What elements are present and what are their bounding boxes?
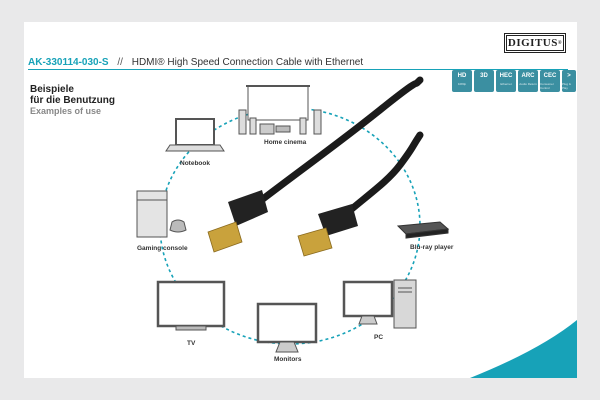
product-title: HDMI® High Speed Connection Cable with E… bbox=[131, 57, 364, 68]
pc-icon bbox=[342, 279, 417, 329]
tv-icon bbox=[156, 280, 226, 331]
feature-badge-hd: HD 1080p bbox=[452, 70, 472, 92]
digitus-logo: DIGITUS® bbox=[504, 33, 566, 53]
badge-label: 3D bbox=[480, 73, 488, 79]
feature-badge-hec: HEC Ethernet bbox=[496, 70, 516, 92]
usage-heading-de: Beispiele für die Benutzung bbox=[30, 84, 115, 106]
decor-swoosh bbox=[470, 320, 577, 378]
feature-badge-cec: CEC Consumer Control bbox=[540, 70, 560, 92]
badge-label: CEC bbox=[543, 73, 557, 79]
hdmi-cable-image bbox=[207, 76, 424, 257]
badge-sub: Plug & Play bbox=[562, 82, 571, 90]
feature-badge-arc: ARC Audio Return bbox=[518, 70, 538, 92]
label-tv: TV bbox=[187, 340, 196, 347]
badge-sub: 1080p bbox=[457, 82, 467, 86]
part-number: AK-330114-030-S bbox=[28, 57, 109, 68]
gaming-console-icon bbox=[136, 190, 187, 238]
header-rule bbox=[28, 69, 568, 70]
product-title-line: AK-330114-030-S // HDMI® High Speed Conn… bbox=[28, 57, 363, 68]
heading-de-line1: Beispiele bbox=[30, 84, 74, 95]
notebook-icon bbox=[165, 118, 225, 152]
feature-badge-plug-play: > Plug & Play bbox=[562, 70, 576, 92]
blu-ray-player-icon bbox=[396, 221, 450, 239]
title-separator: // bbox=[117, 57, 123, 68]
monitors-icon bbox=[256, 302, 318, 353]
badge-sub: Audio Return bbox=[519, 82, 537, 86]
label-gaming-console: Gaming console bbox=[137, 245, 188, 252]
logo-text: DIGITUS bbox=[507, 37, 558, 49]
feature-badge-3d: 3D bbox=[474, 70, 494, 92]
badge-label: ARC bbox=[521, 73, 535, 79]
badge-label: > bbox=[567, 73, 571, 79]
label-home-cinema: Home cinema bbox=[264, 139, 307, 146]
badge-sub: Ethernet bbox=[500, 82, 512, 86]
heading-de-line2: für die Benutzung bbox=[30, 95, 115, 106]
home-cinema-icon bbox=[238, 85, 322, 135]
usage-heading-en: Examples of use bbox=[30, 106, 102, 116]
label-pc: PC bbox=[374, 334, 384, 341]
label-monitors: Monitors bbox=[274, 356, 302, 363]
label-blu-ray-player: Blu-ray player bbox=[410, 244, 454, 251]
hdmi-connector-left bbox=[207, 190, 268, 253]
label-notebook: Notebook bbox=[180, 160, 210, 167]
badge-label: HD bbox=[457, 73, 467, 79]
logo-reg-mark: ® bbox=[557, 40, 563, 46]
logo-frame bbox=[506, 35, 564, 51]
hdmi-connector-right bbox=[297, 204, 358, 257]
badge-label: HEC bbox=[499, 73, 513, 79]
badge-sub: Consumer Control bbox=[540, 82, 554, 90]
